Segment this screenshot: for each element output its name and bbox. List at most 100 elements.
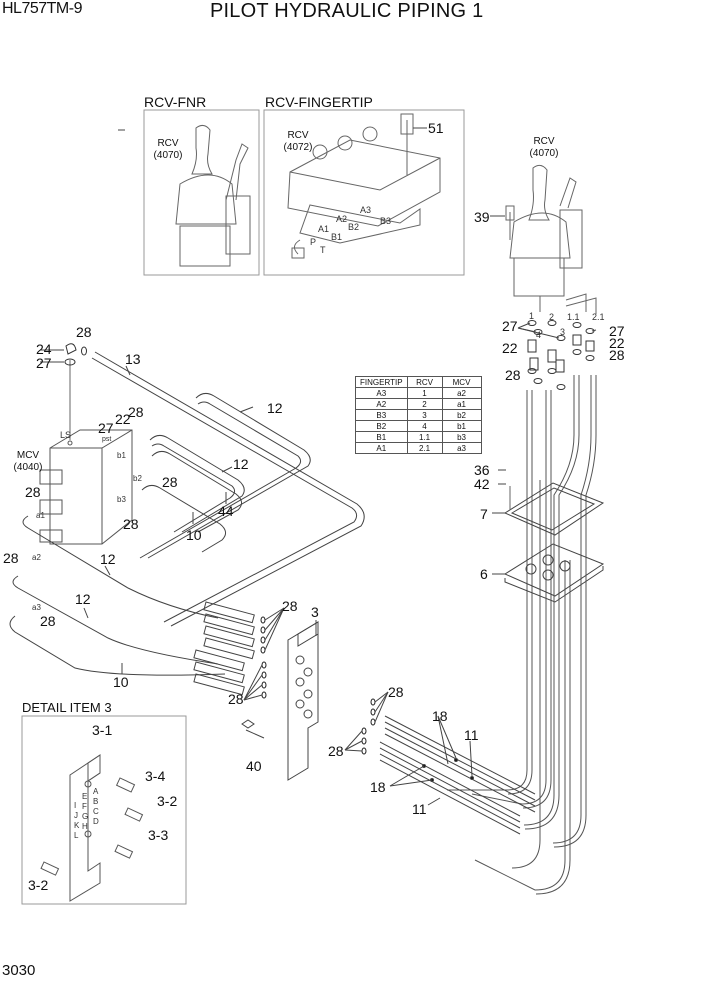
callout-3-4: 3-4 (145, 768, 166, 784)
page-number: 3030 (2, 962, 36, 979)
callout-28: 28 (3, 550, 19, 566)
callout-28: 28 (123, 516, 139, 532)
rcv-port-1-1: 1.1 (567, 312, 580, 322)
callout-3-1: 3-1 (92, 722, 113, 738)
callout-42: 42 (474, 476, 490, 492)
plate-7 (503, 482, 605, 536)
rcv-fnr-label: RCV-FNR (144, 94, 207, 110)
rcv-fingertip-part-code: (4072) (283, 142, 313, 153)
plate-port-j: J (74, 811, 78, 820)
callout-3: 3 (311, 604, 319, 620)
leader-lines (40, 129, 597, 806)
fingertip-mapping-table: FINGERTIP RCV MCV A3 1 a2 A2 2 a1 B3 3 b… (355, 376, 482, 454)
callout-28: 28 (609, 347, 625, 363)
callout-18: 18 (432, 708, 448, 724)
mcv-port-b2: b2 (133, 474, 142, 483)
detail-item-3-drawing (40, 754, 144, 902)
mcv-part-name: MCV (16, 450, 40, 461)
callout-27: 27 (609, 323, 625, 339)
vertical-pipes (447, 375, 597, 895)
port-a1: A1 (318, 224, 330, 234)
port-b2: B2 (348, 222, 360, 232)
table-cell: 4 (406, 420, 443, 432)
callout-6: 6 (480, 566, 488, 582)
mcv-port-b3: b3 (117, 495, 126, 504)
mcv-part-code: (4040) (13, 462, 43, 473)
plate-port-i: I (74, 801, 77, 810)
port-a3: A3 (360, 205, 372, 215)
plate-port-c: C (93, 807, 99, 816)
plate-port-e: E (82, 792, 88, 801)
callout-28: 28 (40, 613, 56, 629)
table-cell: 2 (406, 398, 443, 410)
table-cell: 3 (406, 409, 443, 421)
detail-item-3-label: DETAIL ITEM 3 (22, 700, 112, 715)
plate-port-k: K (74, 821, 80, 830)
mcv-port-a1: a1 (36, 511, 45, 520)
table-cell: a2 (441, 387, 482, 399)
mcv-port-a3: a3 (32, 603, 41, 612)
rcv-fnr-joystick-drawing (175, 124, 251, 267)
mcv-part: MCV (4040) (8, 450, 48, 474)
rcv-fingertip-label: RCV-FINGERTIP (265, 94, 373, 110)
callout-28: 28 (128, 404, 144, 420)
callout-28: 28 (228, 691, 244, 707)
table-row: A1 2.1 a3 (355, 442, 482, 454)
rcv-fnr-part: RCV (4070) (148, 138, 188, 162)
detail-item-3-frame (21, 715, 187, 905)
rcv-fnr-part-name: RCV (157, 138, 179, 149)
rcv-port-4: 4 (536, 330, 542, 340)
callout-28: 28 (388, 684, 404, 700)
table-cell: A3 (355, 387, 408, 399)
rcv-fingertip-part-name: RCV (287, 130, 309, 141)
main-rcv-joystick-drawing (509, 164, 597, 314)
callout-27: 27 (98, 420, 114, 436)
callout-28: 28 (282, 598, 298, 614)
page-title: PILOT HYDRAULIC PIPING 1 (210, 0, 484, 22)
table-cell: 1.1 (406, 431, 443, 443)
callout-28: 28 (25, 484, 41, 500)
port-a2: A2 (336, 214, 348, 224)
rcv-port-1: 1 (529, 311, 535, 321)
callout-3-2-left: 3-2 (28, 877, 49, 893)
callout-24: 24 (36, 341, 52, 357)
plate-port-a: A (93, 787, 99, 796)
table-cell: B1 (355, 431, 408, 443)
port-t: T (320, 245, 326, 255)
table-cell: 1 (406, 387, 443, 399)
callout-36: 36 (474, 462, 490, 478)
plate-port-h: H (82, 822, 88, 831)
callout-12: 12 (267, 400, 283, 416)
table-cell: B2 (355, 420, 408, 432)
port-b3: B3 (380, 216, 392, 226)
table-cell: a3 (441, 442, 482, 454)
callout-10: 10 (113, 674, 129, 690)
rcv-fingertip-part: RCV (4072) (280, 130, 316, 154)
callout-22: 22 (609, 335, 625, 351)
model-name: HL757TM-9 (2, 0, 82, 17)
callout-28: 28 (328, 743, 344, 759)
callout-28: 28 (505, 367, 521, 383)
table-cell: 2.1 (406, 442, 443, 454)
callout-40: 40 (246, 758, 262, 774)
main-rcv-part: RCV (4070) (524, 136, 564, 160)
callout-22: 22 (502, 340, 518, 356)
rcv-fingertip-frame (263, 109, 465, 276)
callout-22: 22 (115, 411, 131, 427)
hose-ends (193, 601, 255, 696)
callout-12: 12 (233, 456, 249, 472)
table-row: B3 3 b2 (355, 409, 482, 421)
plate-port-l: L (74, 831, 79, 840)
table-header: FINGERTIP (355, 376, 408, 388)
callout-44: 44 (218, 503, 234, 519)
table-row: B1 1.1 b3 (355, 431, 482, 443)
table-cell: b1 (441, 420, 482, 432)
callout-18: 18 (370, 779, 386, 795)
callout-12: 12 (100, 551, 116, 567)
table-cell: B3 (355, 409, 408, 421)
rcv-port-3: 3 (560, 327, 566, 337)
rcv-fingertip-drawing (287, 126, 441, 259)
port-b1: B1 (331, 232, 343, 242)
callout-7: 7 (480, 506, 488, 522)
